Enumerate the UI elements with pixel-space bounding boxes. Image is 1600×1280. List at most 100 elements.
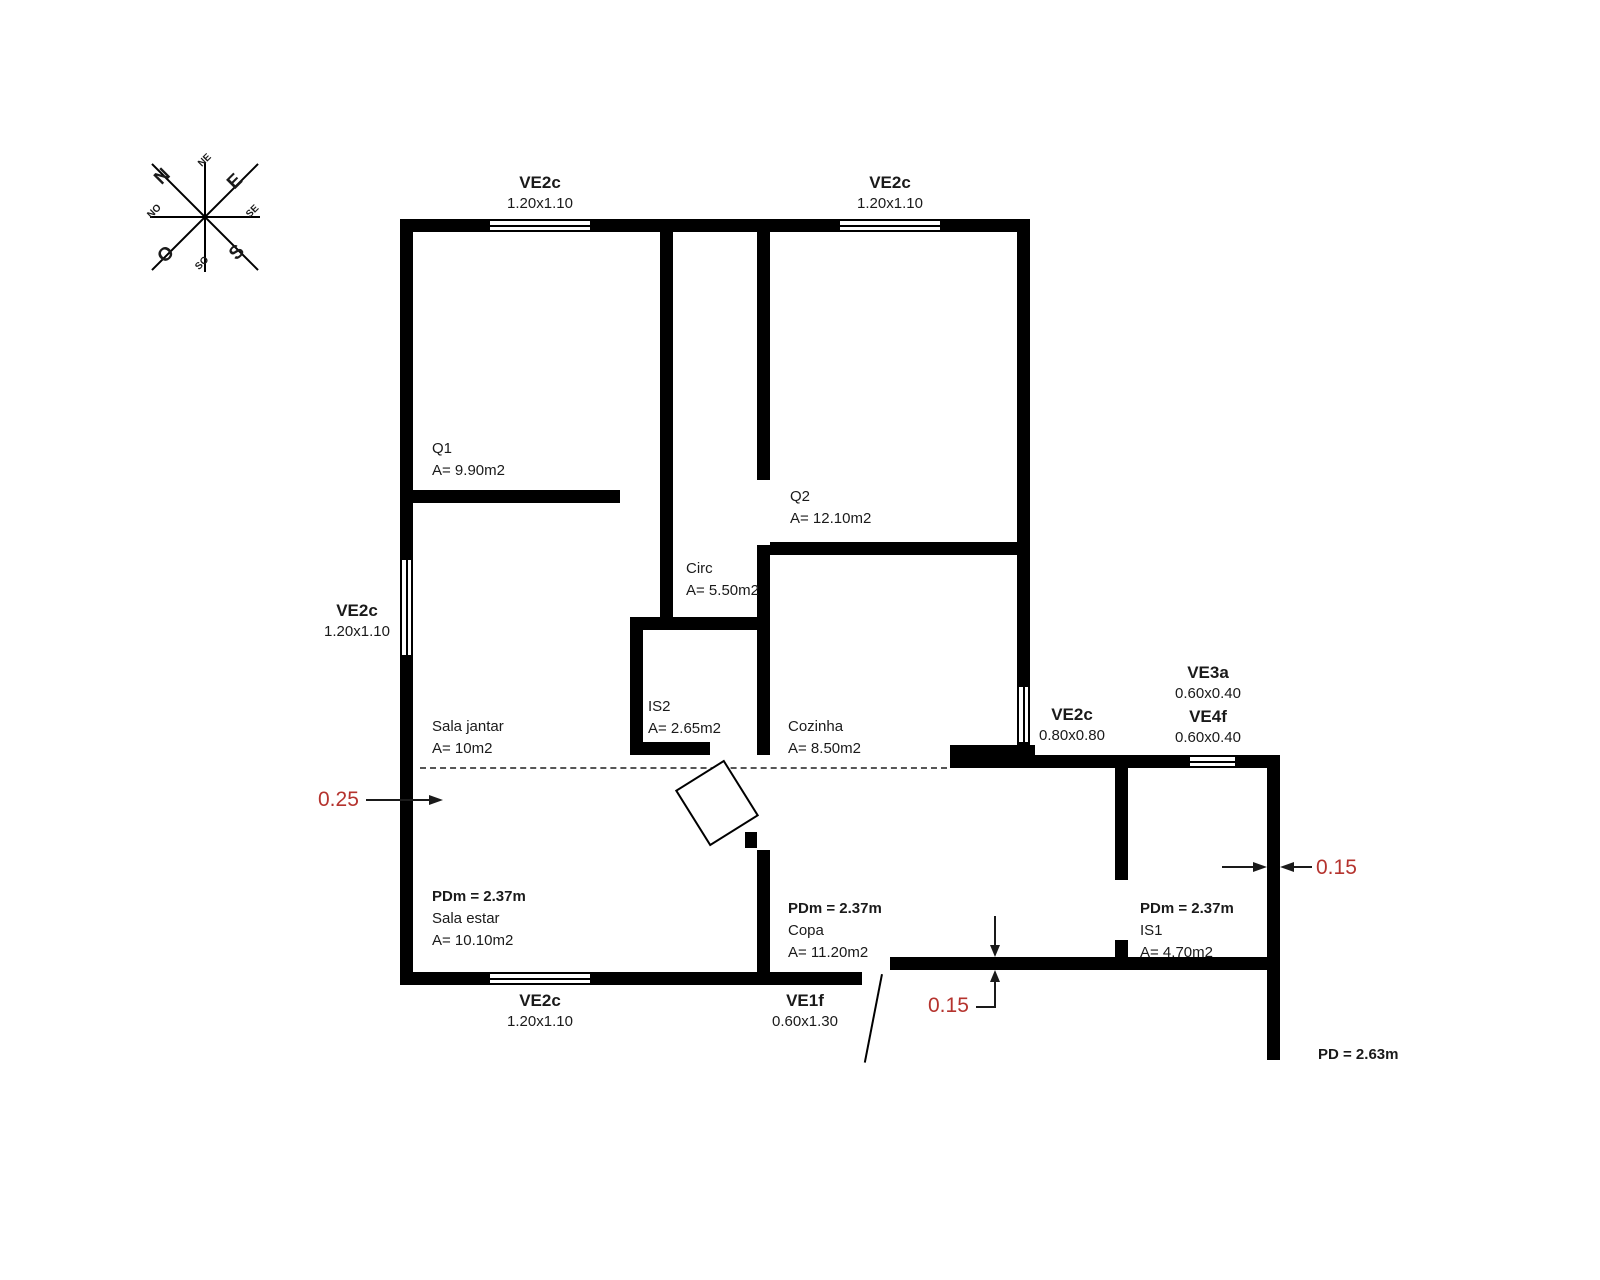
window-size: 0.80x0.80 — [1039, 727, 1105, 744]
wall-circ-q2 — [757, 232, 770, 480]
dimension-left-wall: 0.25 — [318, 788, 359, 811]
room-label-circ: Circ A= 5.50m2 — [686, 558, 759, 602]
wall-q1-salajantar — [400, 490, 620, 503]
window-label-kitchen: VE2c 0.80x0.80 — [997, 704, 1147, 746]
wall-q1-circ — [660, 232, 673, 630]
window-left — [400, 560, 413, 655]
window-code: VE4f — [1189, 707, 1227, 726]
window-code: VE2c — [336, 601, 378, 620]
room-area: A= 12.10m2 — [790, 510, 872, 527]
window-size: 1.20x1.10 — [507, 195, 573, 212]
room-area: A= 10.10m2 — [432, 932, 514, 949]
room-name: Cozinha — [788, 718, 844, 735]
arrow-left-icon — [1280, 862, 1294, 872]
room-label-q1: Q1 A= 9.90m2 — [432, 438, 505, 482]
room-name: Sala jantar — [432, 718, 504, 735]
wall-bottom-right — [890, 957, 1267, 970]
wall-is2-bottom — [630, 742, 710, 755]
wall-top-a — [400, 219, 490, 232]
room-label-q2: Q2 A= 12.10m2 — [790, 486, 871, 530]
window-size: 0.60x0.40 — [1175, 685, 1241, 702]
window-code: VE2c — [519, 991, 561, 1010]
wall-top-c — [940, 219, 1030, 232]
window-code: VE1f — [786, 991, 824, 1010]
arrow-down-icon — [990, 945, 1000, 957]
window-size: 0.60x0.40 — [1175, 729, 1241, 746]
window-kitchen — [1017, 687, 1030, 742]
compass-south-label: S — [225, 240, 249, 265]
window-code: VE2c — [1051, 705, 1093, 724]
window-code: VE2c — [519, 173, 561, 192]
arrow-up-icon — [990, 970, 1000, 982]
compass-so-label: SO — [193, 254, 212, 273]
room-label-is2: IS2 A= 2.65m2 — [648, 696, 721, 740]
wall-extension-top-a — [950, 755, 1190, 768]
window-label-top-right: VE2c 1.20x1.10 — [815, 172, 965, 214]
wall-is2-right — [757, 630, 770, 755]
room-ceiling-height: PDm = 2.37m — [432, 888, 526, 905]
window-size: 1.20x1.10 — [857, 195, 923, 212]
window-code: VE2c — [869, 173, 911, 192]
wall-q2-cozinha — [770, 542, 1017, 555]
room-name: Q1 — [432, 440, 453, 457]
compass-east-label: E — [223, 169, 247, 194]
window-label-left: VE2c 1.20x1.10 — [282, 600, 432, 642]
window-ve3a-ve4f — [1190, 755, 1235, 768]
room-label-cozinha: Cozinha A= 8.50m2 — [788, 716, 861, 760]
room-label-copa: PDm = 2.37m Copa A= 11.20m2 — [788, 898, 882, 964]
ceiling-height-label: PD = 2.63m — [1318, 1046, 1399, 1063]
room-ceiling-height: PDm = 2.37m — [1140, 900, 1234, 917]
dimension-leader-line — [976, 1006, 996, 1008]
window-top-left — [490, 219, 590, 232]
arrow-right-icon — [429, 795, 443, 805]
wall-is2-top — [630, 617, 770, 630]
room-ceiling-height: PDm = 2.37m — [788, 900, 882, 917]
room-name: Sala estar — [432, 910, 500, 927]
compass-ne-label: NE — [196, 151, 214, 170]
arrow-right-icon — [1253, 862, 1267, 872]
dashed-ceiling-line — [420, 767, 947, 769]
room-name: Circ — [686, 560, 713, 577]
wall-ledge — [950, 745, 1035, 755]
room-area: A= 2.65m2 — [648, 720, 721, 737]
window-code: VE3a — [1187, 663, 1229, 682]
door-jamb-stub — [745, 832, 757, 848]
room-area: A= 9.90m2 — [432, 462, 505, 479]
window-size: 0.60x1.30 — [772, 1013, 838, 1030]
wall-left-a — [400, 219, 413, 560]
window-top-right — [840, 219, 940, 232]
wall-bottom-a — [400, 972, 490, 985]
dimension-arrow-line — [1294, 866, 1312, 868]
dimension-bottom-wall: 0.15 — [928, 994, 969, 1017]
room-area: A= 4.70m2 — [1140, 944, 1213, 961]
wall-circ-cozinha — [757, 545, 770, 630]
room-name: IS2 — [648, 698, 671, 715]
room-label-is1: PDm = 2.37m IS1 A= 4.70m2 — [1140, 898, 1234, 964]
dimension-arrow-line — [994, 916, 996, 945]
dimension-arrow-line — [994, 982, 996, 1008]
wall-is2-left — [630, 617, 643, 755]
window-label-ve3a: VE3a 0.60x0.40 — [1133, 662, 1283, 704]
window-size: 1.20x1.10 — [324, 623, 390, 640]
wall-top-b — [590, 219, 840, 232]
dimension-arrow-line — [1222, 866, 1253, 868]
wall-right-upper — [1017, 219, 1030, 687]
room-area: A= 11.20m2 — [788, 944, 869, 961]
window-label-ve4f: VE4f 0.60x0.40 — [1133, 706, 1283, 748]
room-area: A= 10m2 — [432, 740, 493, 757]
room-label-sala-jantar: Sala jantar A= 10m2 — [432, 716, 504, 760]
window-bottom — [490, 972, 590, 985]
window-label-top-left: VE2c 1.20x1.10 — [465, 172, 615, 214]
wall-central-lower — [757, 850, 770, 972]
room-label-sala-estar: PDm = 2.37m Sala estar A= 10.10m2 — [432, 886, 526, 952]
room-name: Q2 — [790, 488, 811, 505]
window-size: 1.20x1.10 — [507, 1013, 573, 1030]
window-label-entrance: VE1f 0.60x1.30 — [730, 990, 880, 1032]
room-area: A= 8.50m2 — [788, 740, 861, 757]
room-area: A= 5.50m2 — [686, 582, 759, 599]
wall-far-right — [1267, 755, 1280, 1060]
window-label-bottom: VE2c 1.20x1.10 — [465, 990, 615, 1032]
room-name: IS1 — [1140, 922, 1163, 939]
wall-bottom-b — [590, 972, 862, 985]
